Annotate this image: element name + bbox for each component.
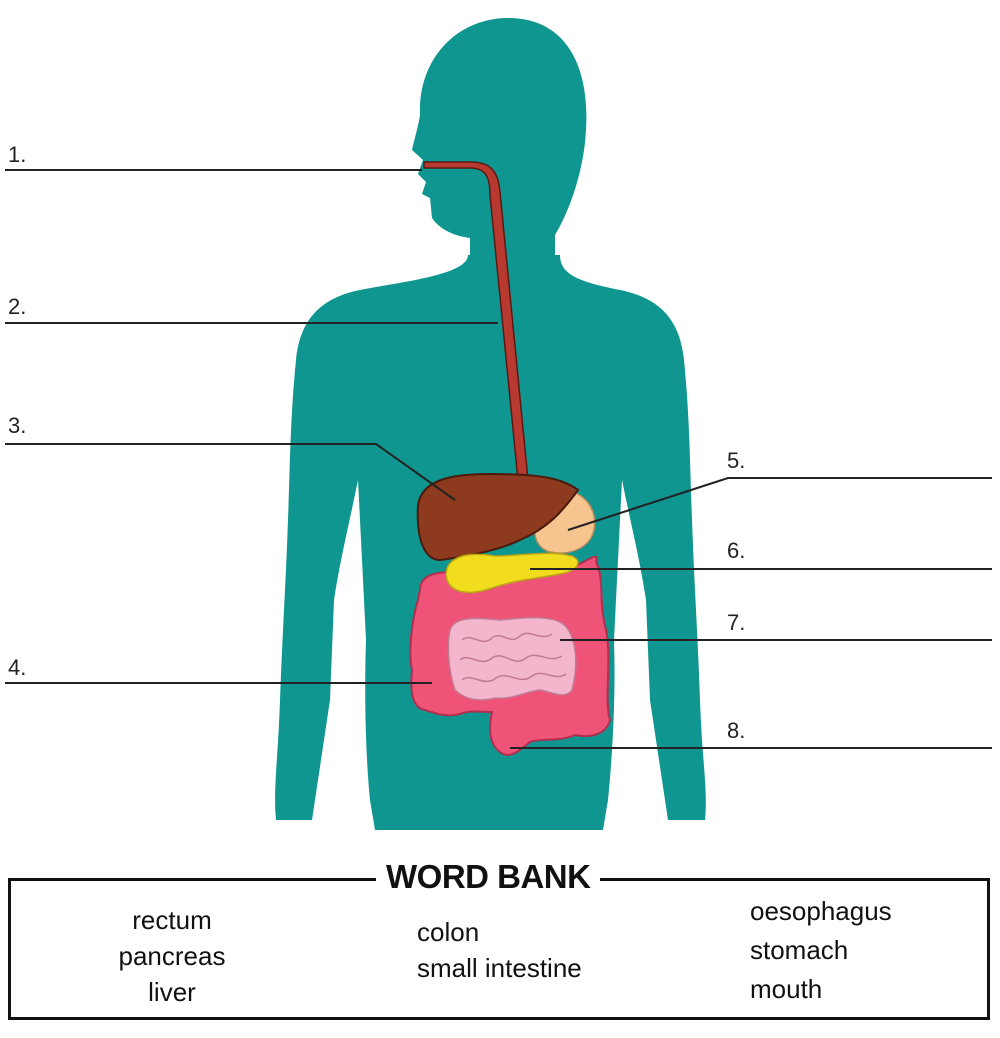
label-5: 5.: [727, 448, 746, 473]
label-4: 4.: [8, 655, 27, 680]
small-intestine-coils: [459, 632, 567, 683]
word-bank-term: colon: [417, 917, 480, 947]
leader-lines: [5, 169, 992, 749]
label-3: 3.: [8, 413, 27, 438]
word-bank-term: small intestine: [417, 953, 582, 983]
leader-line-3: [5, 443, 456, 501]
small-intestine: [447, 616, 577, 701]
word-bank-column-3: oesophagus stomach mouth: [750, 892, 892, 1009]
liver: [416, 472, 580, 562]
word-bank-term: stomach: [750, 935, 849, 965]
word-bank-term: mouth: [750, 974, 823, 1004]
word-bank-term: rectum: [132, 905, 212, 935]
word-bank-column-2: colon small intestine: [417, 914, 582, 986]
pancreas: [445, 552, 579, 594]
head: [412, 17, 587, 262]
label-7: 7.: [727, 610, 746, 635]
label-2: 2.: [8, 294, 27, 319]
label-8: 8.: [727, 718, 746, 743]
word-bank-term: liver: [148, 977, 196, 1007]
word-bank-term: oesophagus: [750, 896, 892, 926]
word-bank-title: WORD BANK: [376, 858, 601, 896]
digestive-system-diagram: [5, 17, 992, 830]
label-1: 1.: [8, 142, 27, 167]
word-bank-term: pancreas: [118, 941, 226, 971]
label-6: 6.: [727, 538, 746, 563]
word-bank-column-1: rectum pancreas liver: [112, 902, 232, 1010]
leader-line-5: [567, 477, 992, 531]
